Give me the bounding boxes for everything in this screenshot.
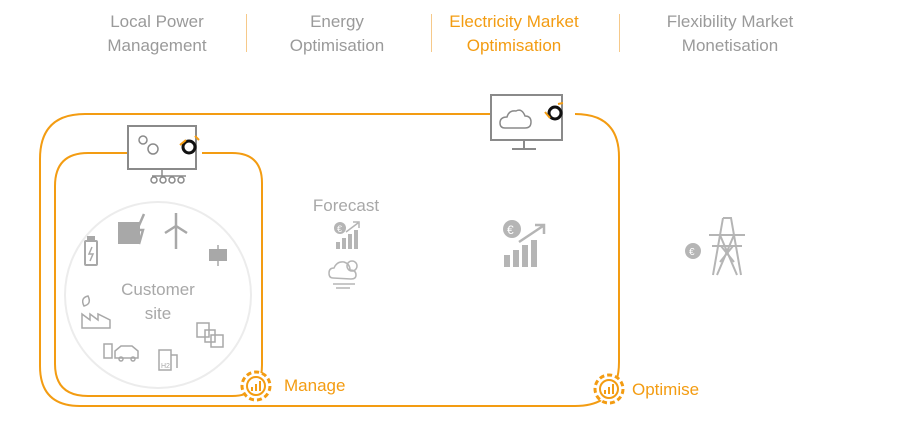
tab-energy-optimisation[interactable]: Energy Optimisation — [247, 10, 427, 58]
price-forecast-icon: € — [334, 221, 360, 249]
svg-text:H2: H2 — [161, 363, 170, 370]
tab-divider — [431, 14, 432, 52]
manage-label: Manage — [284, 376, 346, 395]
tab-line-2: Management — [107, 36, 207, 55]
tab-electricity-market-optimisation[interactable]: Electricity Market Optimisation — [424, 10, 604, 58]
optimise-gear-icon — [593, 373, 625, 405]
cloud-monitor-icon — [490, 94, 564, 150]
svg-text:€: € — [337, 224, 342, 234]
tab-line-1: Electricity Market — [449, 12, 579, 31]
customer-site-line-2: site — [144, 304, 172, 323]
tab-line-1: Local Power — [110, 12, 204, 31]
electric-car-icon — [103, 343, 139, 362]
transmission-tower-icon: € — [685, 217, 745, 276]
tab-line-2: Monetisation — [681, 36, 779, 55]
hydrogen-station-icon: H2 — [158, 349, 178, 371]
customer-site-circle — [64, 201, 252, 389]
controller-device-icon — [127, 125, 200, 184]
svg-text:€: € — [689, 247, 695, 258]
tab-divider — [246, 14, 247, 52]
forecast-label: Forecast — [312, 196, 380, 215]
tab-line-1: Flexibility Market — [666, 12, 794, 31]
weather-forecast-icon — [328, 260, 358, 289]
tab-line-2: Optimisation — [466, 36, 562, 55]
optimise-loop — [39, 113, 620, 407]
market-price-icon: € — [503, 220, 546, 267]
solar-panel-icon — [209, 245, 227, 266]
customer-site-line-1: Customer — [121, 280, 195, 299]
battery-icon — [84, 236, 98, 266]
optimise-label: Optimise — [632, 380, 700, 399]
tab-divider — [619, 14, 620, 52]
manage-loop — [54, 152, 263, 397]
manage-gear-icon — [240, 370, 272, 402]
svg-text:€: € — [507, 223, 514, 237]
tab-local-power-management[interactable]: Local Power Management — [67, 10, 247, 58]
tab-flexibility-market-monetisation[interactable]: Flexibility Market Monetisation — [640, 10, 820, 58]
ev-charger-icon — [118, 213, 146, 245]
tab-line-2: Optimisation — [289, 36, 385, 55]
factory-icon — [81, 295, 111, 329]
wind-turbine-icon — [164, 213, 188, 249]
houses-icon — [196, 322, 224, 348]
customer-site-label: Customer site — [108, 278, 208, 326]
tab-line-1: Energy — [310, 12, 364, 31]
